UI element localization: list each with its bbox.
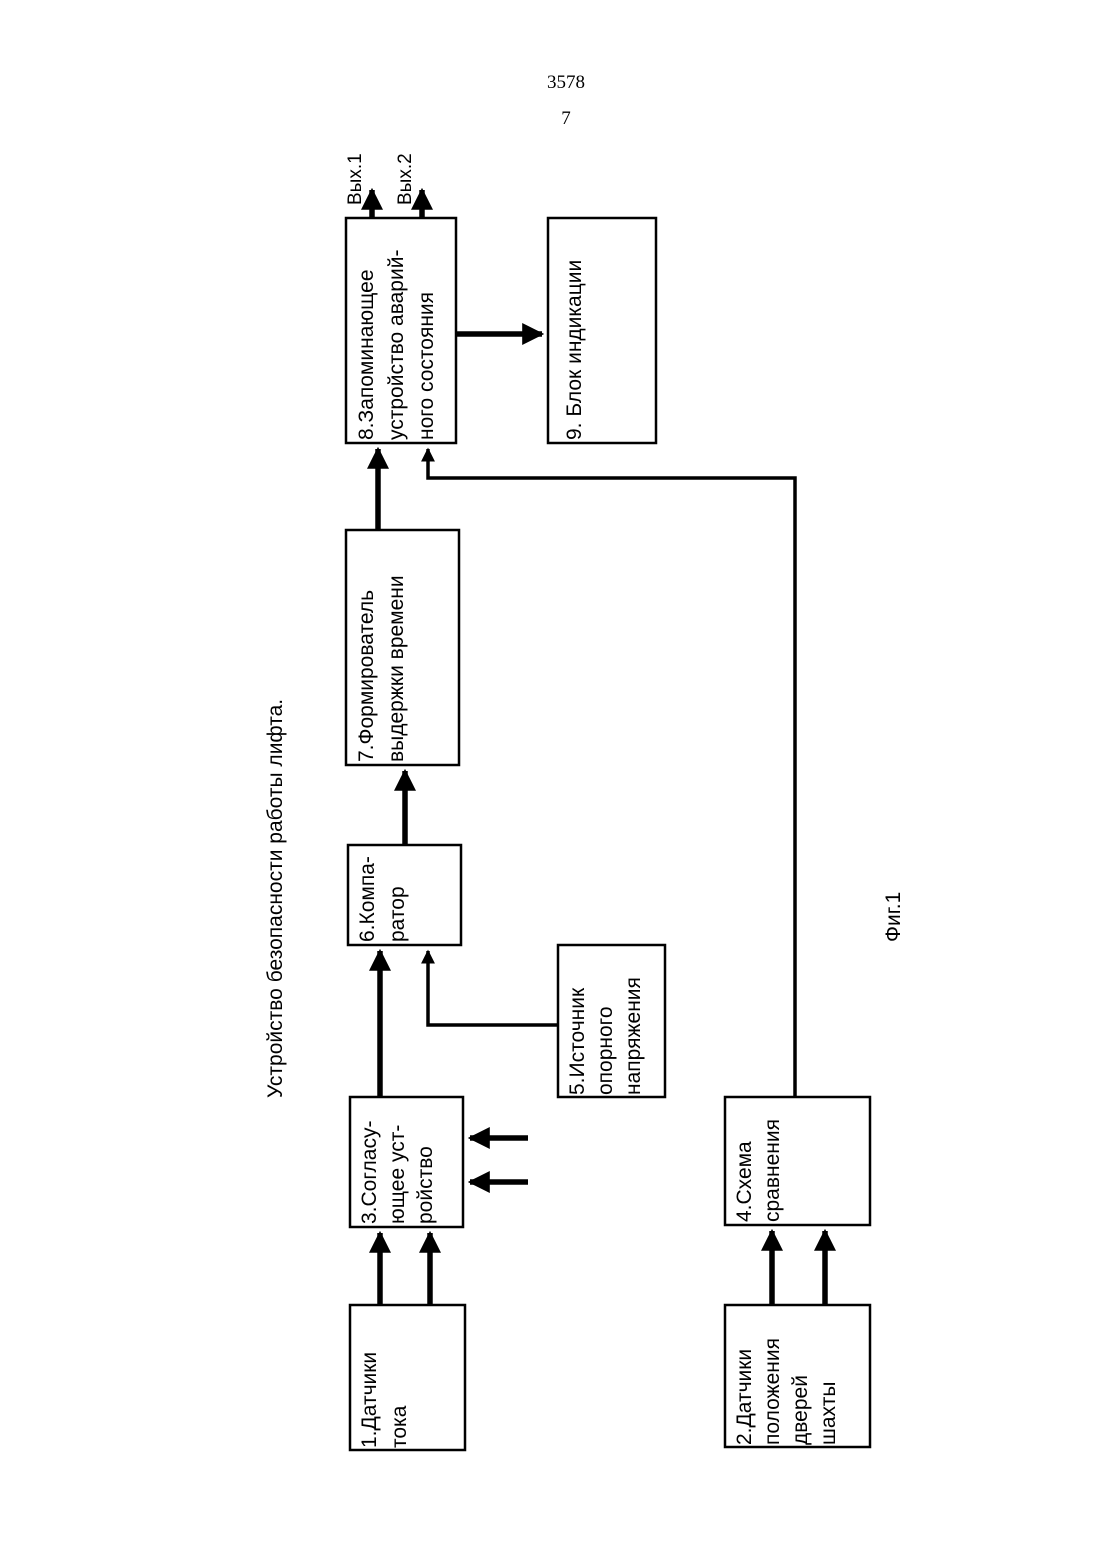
block-6-comparator: 6.Компа- ратор — [348, 845, 461, 945]
block-1-current-sensors: 1.Датчики тока — [350, 1305, 465, 1450]
block-2-label-line-2: положения — [761, 1338, 784, 1445]
block-3-label-line-2: ющее уст- — [386, 1125, 409, 1224]
block-8-emergency-state-memory: 8.Запоминающее устройство аварий- ного с… — [346, 218, 456, 443]
link-5-to-6 — [428, 951, 558, 1025]
figure-caption: Фиг.1 — [882, 892, 905, 942]
block-9-label-line-1: 9. Блок индикации — [563, 260, 586, 440]
block-7-label-line-1: 7.Формирователь — [355, 590, 378, 762]
output-2-label: Вых.2 — [395, 153, 416, 205]
block-6-label-line-2: ратор — [386, 886, 409, 942]
block-8-label-line-1: 8.Запоминающее — [355, 269, 378, 440]
block-4-label-line-1: 4.Схема — [733, 1141, 756, 1222]
block-1-label-line-1: 1.Датчики — [358, 1352, 381, 1448]
block-5-label-line-1: 5.Источник — [566, 987, 589, 1095]
block-6-label-line-1: 6.Компа- — [356, 856, 379, 942]
block-8-label-line-3: ного состояния — [415, 292, 438, 440]
block-1-label-line-2: тока — [388, 1405, 411, 1448]
block-5-label-line-3: напряжения — [622, 977, 645, 1095]
block-9-indication-unit: 9. Блок индикации — [548, 218, 656, 443]
block-2-door-position-sensors: 2.Датчики положения дверей шахты — [725, 1305, 870, 1447]
block-2-label-line-4: шахты — [817, 1381, 840, 1445]
block-7-time-delay-former: 7.Формирователь выдержки времени — [346, 530, 459, 765]
block-4-comparison-circuit: 4.Схема сравнения — [725, 1097, 870, 1225]
block-3-label-line-1: 3.Согласу- — [358, 1121, 381, 1224]
block-2-label-line-3: дверей — [789, 1375, 812, 1445]
diagram-title: Устройство безопасности работы лифта. — [264, 699, 287, 1098]
block-8-label-line-2: устройство аварий- — [385, 250, 408, 440]
block-2-label-line-1: 2.Датчики — [733, 1349, 756, 1445]
block-3-matching-device: 3.Согласу- ющее уст- ройство — [350, 1097, 463, 1227]
block-5-reference-voltage-source: 5.Источник опорного напряжения — [558, 945, 665, 1097]
block-7-label-line-2: выдержки времени — [385, 575, 408, 762]
block-3-label-line-3: ройство — [414, 1146, 437, 1224]
block-4-label-line-2: сравнения — [761, 1119, 784, 1222]
output-1-label: Вых.1 — [345, 153, 366, 205]
block-5-label-line-2: опорного — [594, 1006, 617, 1095]
